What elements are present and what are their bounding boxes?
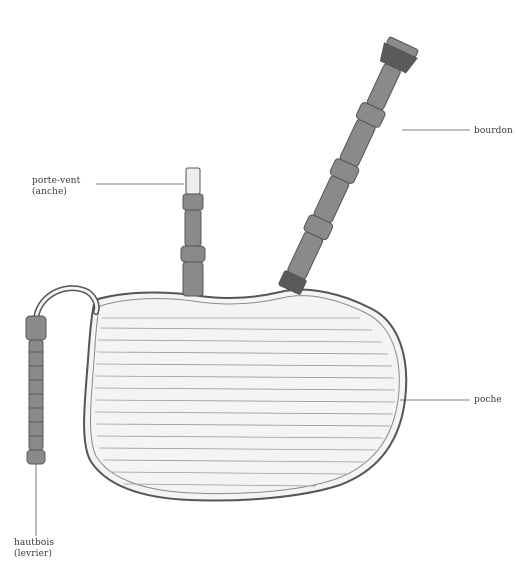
bag (84, 290, 406, 501)
label-hautbois-line2: (levrier) (14, 549, 54, 560)
label-bourdon: bourdon (474, 126, 513, 137)
label-poche: poche (474, 395, 502, 406)
blowpipe (181, 168, 205, 296)
label-hautbois: hautbois (levrier) (14, 538, 54, 560)
label-porte-vent-line1: porte-vent (32, 176, 80, 187)
chanter-pipe (26, 316, 46, 464)
label-hautbois-line1: hautbois (14, 538, 54, 549)
chanter-neck (36, 288, 97, 318)
label-porte-vent-line2: (anche) (32, 187, 80, 198)
drone (273, 36, 421, 298)
label-porte-vent: porte-vent (anche) (32, 176, 80, 198)
